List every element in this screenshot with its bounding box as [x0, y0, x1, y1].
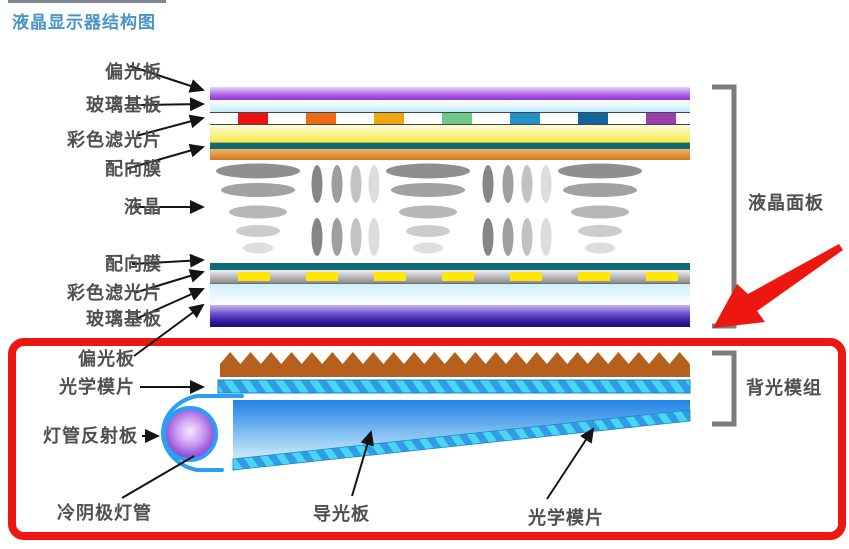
backlight-highlight-box — [8, 338, 846, 540]
layer-color-filter-top — [210, 112, 690, 125]
page-title: 液晶显示器结构图 — [12, 13, 156, 32]
layer-polarizer-top — [210, 87, 690, 100]
label-backlight-module: 背光模组 — [746, 378, 822, 398]
label-glass-bottom: 玻璃基板 — [86, 309, 162, 329]
layer-filter-yellow — [210, 125, 690, 143]
filter-dash — [306, 272, 338, 281]
layer-polarizer-bottom — [210, 305, 690, 327]
filter-segment — [306, 113, 336, 124]
label-lcd-panel: 液晶面板 — [748, 193, 824, 213]
filter-dash — [510, 272, 542, 281]
filter-dash — [238, 272, 270, 281]
filter-segment — [646, 113, 676, 124]
label-polarizer-bottom: 偏光板 — [78, 349, 135, 369]
layer-glass-bottom — [210, 284, 690, 305]
label-polarizer-top: 偏光板 — [105, 62, 162, 82]
filter-segment — [374, 113, 404, 124]
filter-segment — [238, 113, 268, 124]
filter-segment — [578, 113, 608, 124]
filter-segment — [442, 113, 472, 124]
label-color-filter-bottom: 彩色滤光片 — [67, 283, 162, 303]
label-ccfl: 冷阴极灯管 — [57, 503, 152, 523]
lcd-panel-bracket — [712, 84, 737, 329]
top-cropped-strip — [8, 0, 166, 3]
label-alignment-top: 配向膜 — [105, 159, 162, 179]
label-optical-film-upper: 光学模片 — [59, 377, 135, 397]
filter-dash — [442, 272, 474, 281]
label-optical-film-lower: 光学模片 — [528, 508, 604, 528]
layer-color-filter-bottom — [210, 270, 690, 284]
label-glass-top: 玻璃基板 — [86, 95, 162, 115]
layer-alignment-top — [210, 143, 690, 149]
layer-electrode-orange — [210, 149, 690, 160]
label-light-guide-plate: 导光板 — [313, 504, 370, 524]
layer-glass-top — [210, 100, 690, 112]
filter-dash — [646, 272, 678, 281]
label-lamp-reflector: 灯管反射板 — [43, 426, 138, 446]
filter-dash — [578, 272, 610, 281]
filter-dash — [374, 272, 406, 281]
label-color-filter-top: 彩色滤光片 — [67, 130, 162, 150]
liquid-crystal-molecules — [216, 163, 642, 256]
filter-segment — [510, 113, 540, 124]
layer-alignment-bottom — [210, 263, 690, 270]
label-alignment-bottom: 配向膜 — [105, 254, 162, 274]
red-callout-arrow — [713, 244, 843, 328]
label-liquid-crystal: 液晶 — [124, 197, 162, 217]
